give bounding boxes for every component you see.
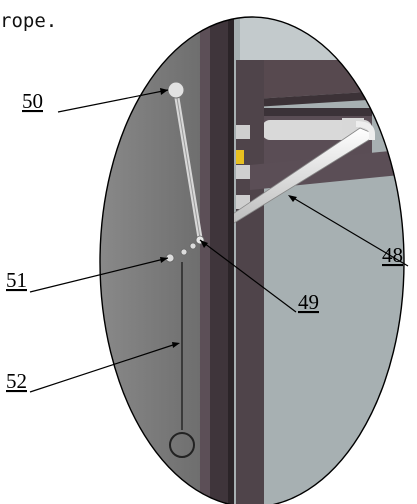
arrowhead-52 [172,342,180,348]
leader-50 [57,89,169,113]
chain-link-2 [189,242,197,250]
detail-view [100,17,404,504]
detail-oval-outline [99,16,405,504]
callout-52: 52 [6,369,27,393]
bracket-block-1 [236,125,250,139]
inner-box-edge [262,108,372,116]
leader-52 [29,343,177,393]
arrowhead-49 [200,240,208,248]
pull-rod-edge [175,91,201,239]
callout-48: 48 [382,243,403,267]
callout-49: 49 [298,290,319,314]
upper-frame-shadow [238,90,400,108]
chain-link-1 [180,248,188,256]
leader-51 [29,257,169,293]
post-highlight [200,17,210,504]
ball-knob [167,81,185,99]
arrowhead-50 [160,88,168,95]
caption-text: rope. [0,10,58,32]
bracket-block-2 [236,165,250,179]
rod-bend [355,121,375,140]
yellow-warning-label [236,150,244,164]
callout-51: 51 [6,268,27,292]
leader-49 [199,239,297,313]
arrowhead-48 [288,195,297,202]
leader-48 [289,195,409,267]
callout-50: 50 [22,89,43,113]
arrowhead-51 [160,257,168,263]
post-shadow [228,17,234,504]
rope-ring [169,432,195,458]
